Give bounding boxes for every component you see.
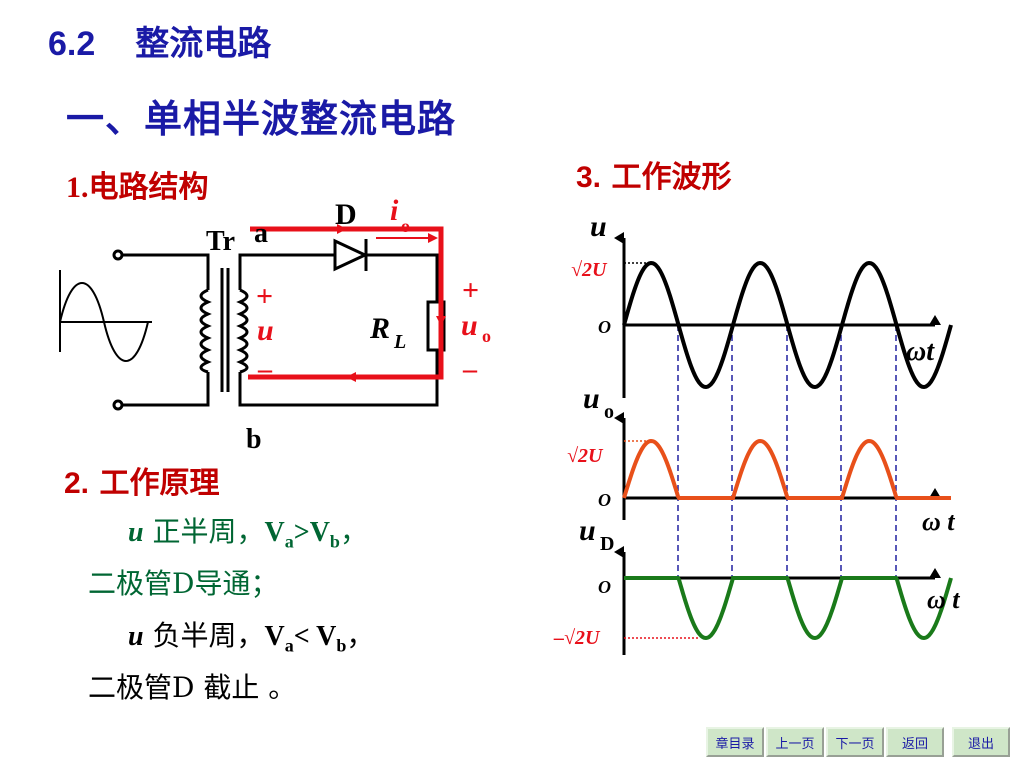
negative-half-text: 负半周， (143, 619, 265, 652)
section-title: 整流电路 (135, 25, 272, 63)
comma: ， (339, 515, 368, 548)
va-sub: a (284, 531, 294, 552)
plot2-half-wave (622, 438, 951, 500)
current-wire-bottom (370, 322, 444, 380)
vb-symbol: V (309, 517, 330, 548)
plot3-y-label: u (579, 514, 596, 547)
plot3-diode-wave (624, 576, 953, 641)
plot3-y-sub: D (600, 533, 614, 555)
transformer-label: Tr (206, 226, 235, 257)
u-minus: – (257, 354, 273, 385)
u-symbol-2: u (128, 621, 144, 652)
input-terminal-top (112, 249, 124, 261)
subtitle: 一、单相半波整流电路 (66, 97, 457, 141)
plot1-sine-wave (622, 260, 953, 390)
section1-heading: 1.电路结构 (66, 162, 209, 206)
primary-coil (199, 288, 212, 374)
section1-number: 1. (66, 171, 89, 204)
waveform-plots: u √2U O ωt u o √2U O ω t u D O ω t –√2U (553, 210, 960, 655)
plot3-peak-label: –√2U (553, 627, 601, 649)
load-sub: L (393, 331, 406, 353)
input-terminal-bottom (112, 399, 124, 411)
uo-sub: o (482, 326, 491, 346)
section3-heading: 3. 工作波形 (576, 152, 731, 196)
guide-lines (677, 325, 897, 580)
plot3-origin: O (598, 577, 611, 597)
plot2-y-sub: o (604, 401, 614, 423)
vb-sub-2: b (336, 635, 347, 656)
exit-button[interactable]: 退出 (952, 727, 1010, 757)
gt-symbol: > (293, 517, 310, 548)
nav-bar: 章目录 上一页 下一页 返回 退出 (706, 727, 1010, 757)
va-symbol-2: V (264, 621, 285, 652)
section2-heading: 2. 工作原理 (64, 458, 219, 502)
plot1-origin: O (598, 317, 611, 337)
secondary-coil (236, 288, 249, 374)
section2-title: 工作原理 (99, 466, 220, 501)
load-wire-top (366, 253, 439, 302)
plot1-axes (614, 232, 941, 398)
plot2-x-label: ω t (922, 507, 955, 536)
plot2-origin: O (598, 490, 611, 510)
uo-label: u (461, 309, 478, 342)
back-button[interactable]: 返回 (886, 727, 944, 757)
plot2-y-label: u (583, 382, 600, 415)
u-plus: + (256, 280, 273, 313)
plot3-x-label: ω t (927, 585, 960, 614)
page-title: 6.2 整流电路 (48, 16, 271, 65)
section3-title: 工作波形 (611, 160, 732, 195)
plot2-axes (614, 412, 941, 520)
load-label: R (369, 312, 390, 345)
diode-label: D (335, 198, 357, 231)
plot1-y-label: u (590, 210, 607, 243)
principle-line4: 二极管D 截止 。 (88, 671, 297, 704)
sine-source-icon (59, 282, 149, 362)
chapter-button[interactable]: 章目录 (706, 727, 764, 757)
u-label: u (257, 314, 274, 347)
node-b-label: b (246, 424, 262, 455)
plot3-axes (614, 546, 941, 655)
current-label: i (390, 194, 399, 227)
secondary-wire-top (238, 253, 335, 290)
lt-symbol: < (293, 621, 317, 652)
uo-minus: – (462, 354, 478, 385)
prev-page-button[interactable]: 上一页 (766, 727, 824, 757)
positive-half-text: 正半周， (143, 515, 265, 548)
current-wire-right (345, 226, 444, 322)
current-path (248, 224, 446, 382)
primary-wire-top (122, 253, 210, 290)
section-number: 6.2 (48, 25, 96, 63)
section3-number: 3. (576, 161, 602, 194)
uo-plus: + (462, 274, 479, 307)
u-symbol: u (128, 517, 144, 548)
plot1-x-label: ωt (906, 336, 935, 367)
vb-sub: b (329, 531, 340, 552)
va-sub-2: a (284, 635, 294, 656)
comma-2: ， (346, 619, 375, 652)
principle-line2: 二极管D导通； (88, 567, 279, 600)
plot2-peak-label: √2U (567, 445, 604, 467)
section1-title: 电路结构 (88, 170, 209, 205)
va-symbol: V (264, 517, 285, 548)
diode-icon (333, 238, 369, 272)
section2-number: 2. (64, 467, 90, 500)
vb-symbol-2: V (316, 621, 337, 652)
principle-line3: u 负半周，Va< Vb， (128, 614, 374, 657)
node-a-label: a (254, 218, 268, 249)
principle-line1: u 正半周，Va>Vb， (128, 510, 368, 553)
next-page-button[interactable]: 下一页 (826, 727, 884, 757)
current-sub: o (401, 216, 410, 236)
primary-wire-bottom (122, 372, 210, 407)
plot1-peak-label: √2U (571, 259, 608, 281)
